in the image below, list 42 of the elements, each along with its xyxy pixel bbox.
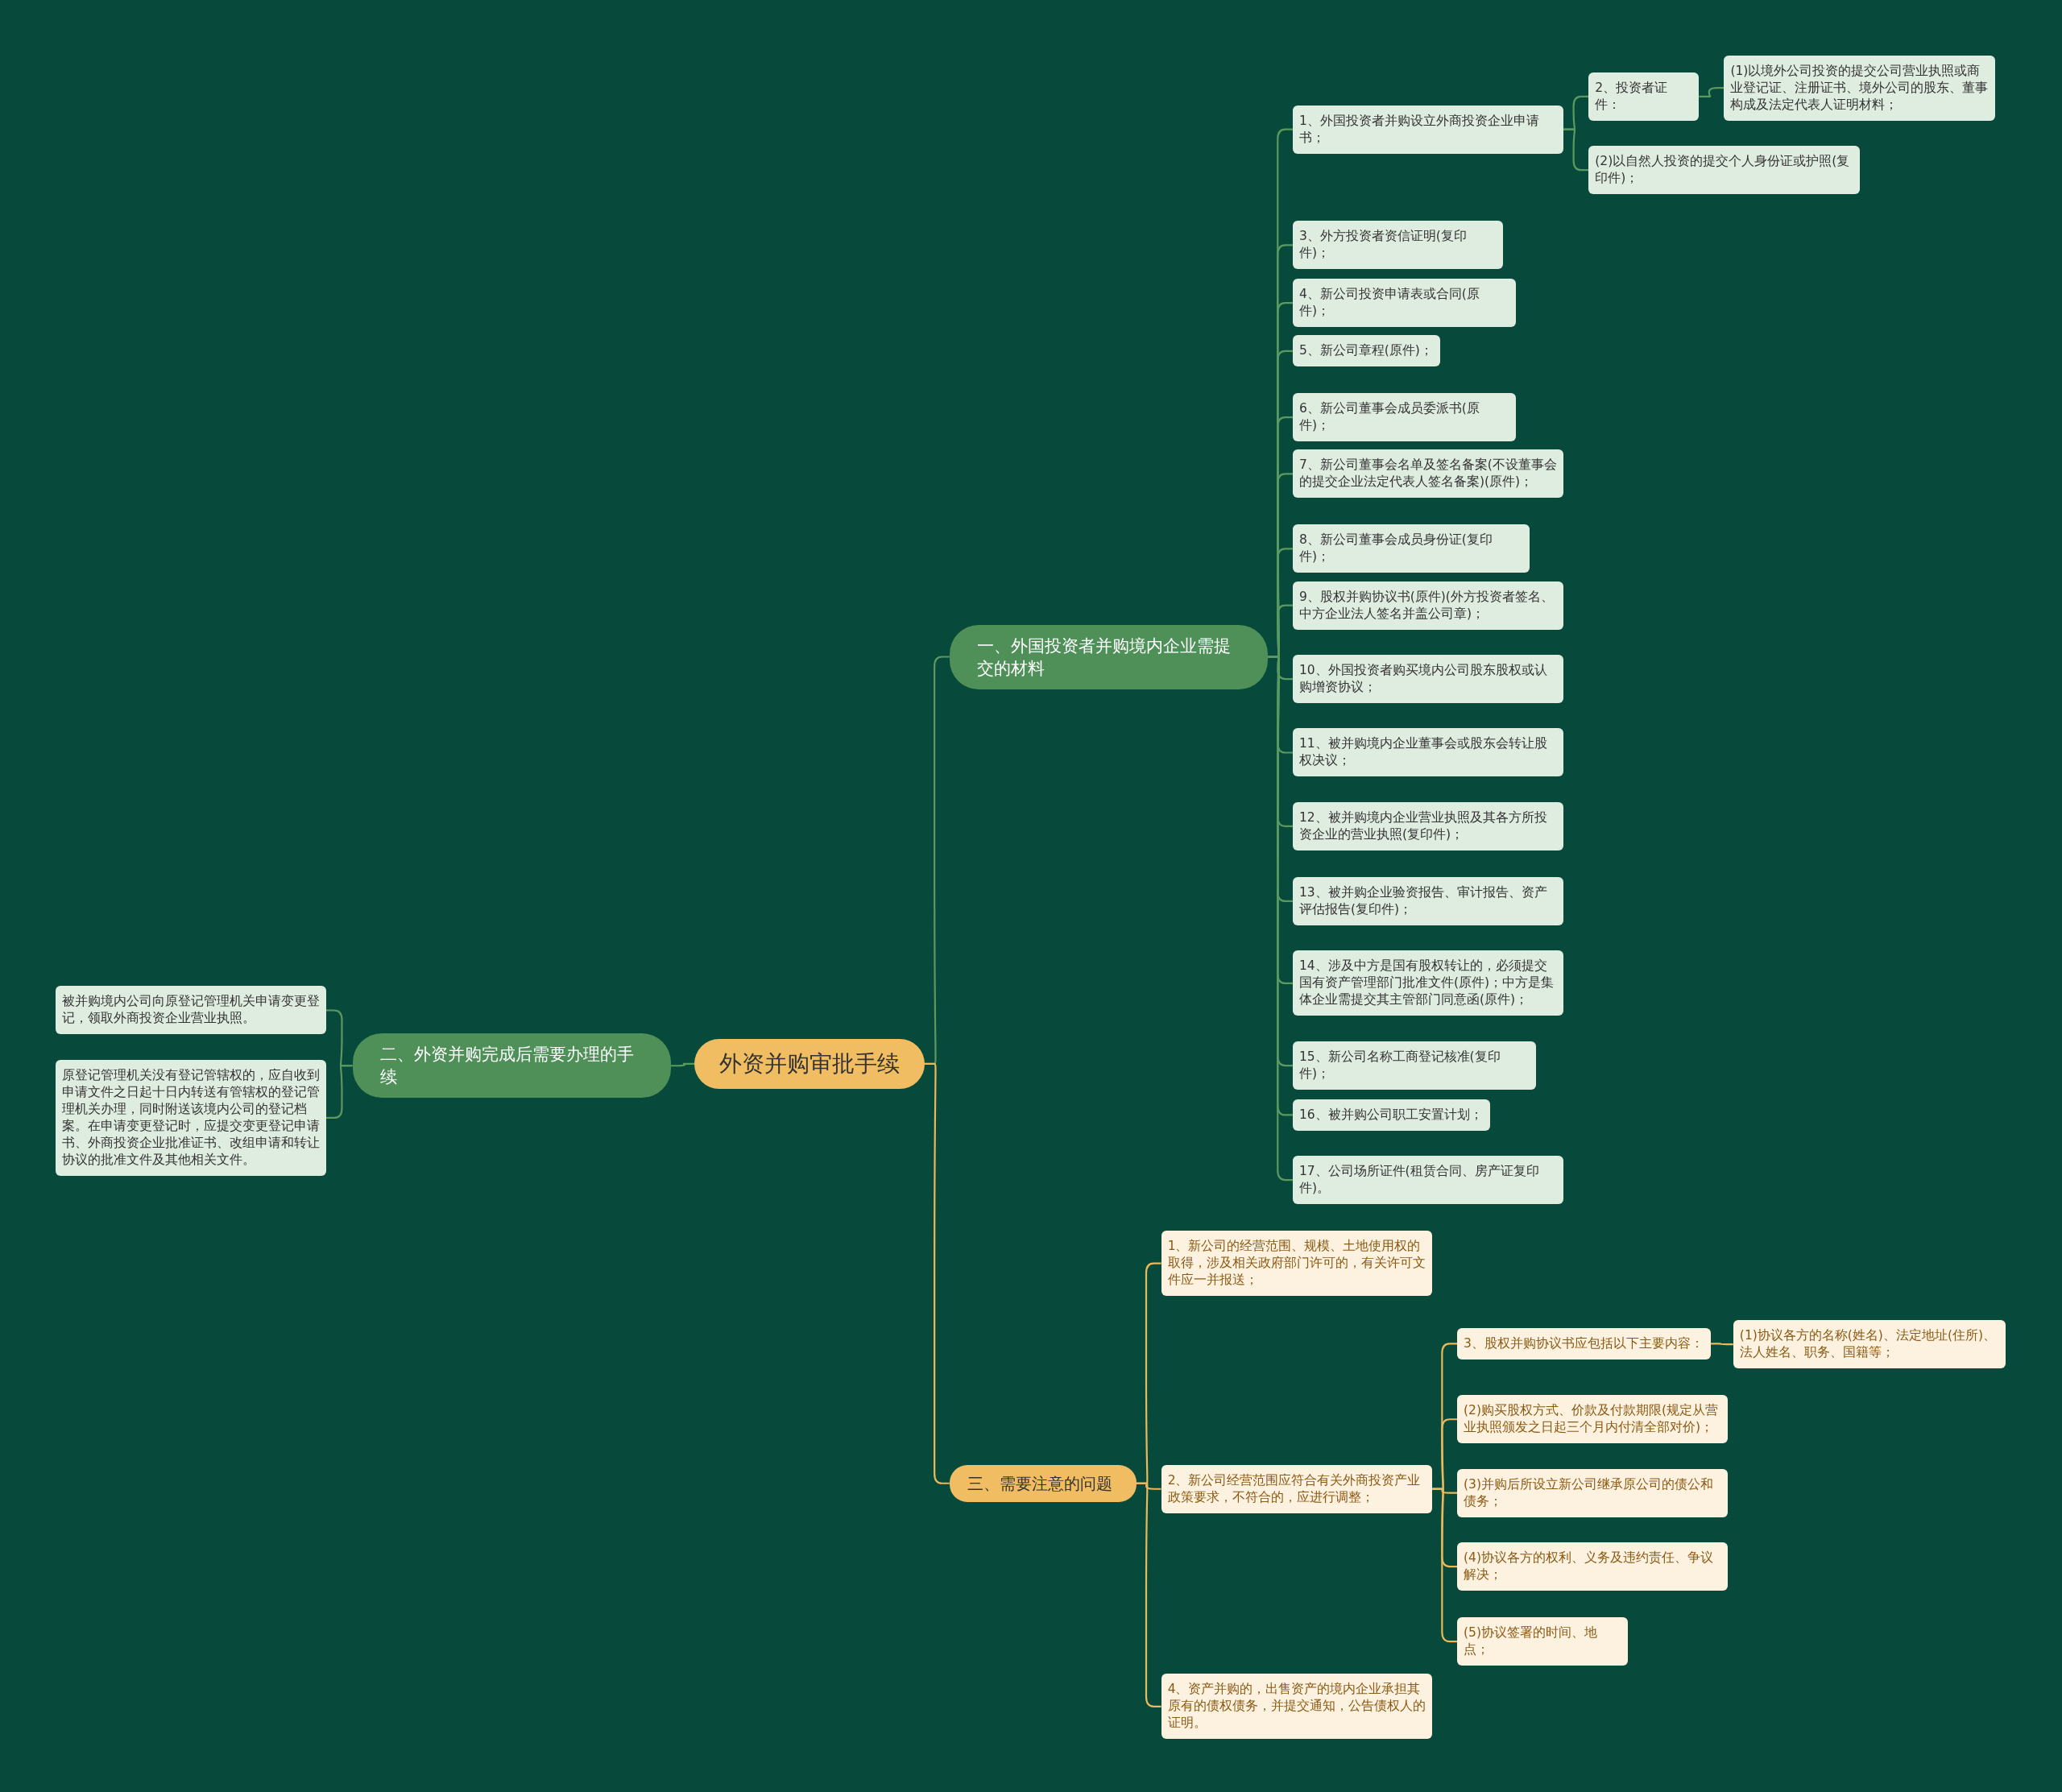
subtopic-box: 9、股权并购协议书(原件)(外方投资者签名、中方企业法人签名并盖公司章)； [1292, 581, 1564, 630]
subtopic-box: 13、被并购企业验资报告、审计报告、资产评估报告(复印件)； [1292, 876, 1564, 925]
subtopic-box: 10、外国投资者购买境内公司股东股权或认购增资协议； [1292, 655, 1564, 704]
subtopic-box: 3、股权并购协议书应包括以下主要内容： [1456, 1327, 1712, 1360]
subtopic-box: 4、资产并购的，出售资产的境内企业承担其原有的债权债务，并提交通知，公告债权人的证明。 [1161, 1674, 1432, 1740]
connector-line [1563, 128, 1589, 172]
subtopic-box: (3)并购后所设立新公司继承原公司的债公和债务； [1456, 1468, 1729, 1517]
connector-line [924, 1062, 950, 1484]
subtopic-box: 8、新公司董事会成员身份证(复印件)； [1292, 524, 1530, 573]
subtopic-box: (2)以自然人投资的提交个人身份证或护照(复印件)； [1588, 146, 1860, 195]
subtopic-box: 6、新公司董事会成员委派书(原件)； [1292, 393, 1517, 442]
subtopic-box: 2、新公司经营范围应符合有关外商投资产业政策要求，不符合的，应进行调整； [1161, 1464, 1432, 1513]
subtopic-box: 1、新公司的经营范围、规模、土地使用权的取得，涉及相关政府部门许可的，有关许可文件应一并报送； [1161, 1231, 1432, 1297]
subtopic-box: (5)协议签署的时间、地点； [1456, 1617, 1629, 1666]
subtopic-box: 12、被并购境内企业营业执照及其各方所投资企业的营业执照(复印件)； [1292, 801, 1564, 850]
connector-line [1431, 1488, 1457, 1643]
subtopic-box: (1)以境外公司投资的提交公司营业执照或商业登记证、注册证书、境外公司的股东、董事构成及法定代表人证明材料； [1724, 55, 1995, 121]
branch-topic: 三、需要注意的问题 [949, 1464, 1137, 1502]
connector-line [1711, 1343, 1733, 1346]
subtopic-box: 3、外方投资者资信证明(复印件)； [1292, 221, 1504, 270]
subtopic-box: 14、涉及中方是国有股权转让的，必须提交国有资产管理部门批准文件(原件)；中方是集体企业需提交其主管部门同意函(原件)； [1292, 950, 1564, 1016]
connector-line [1699, 86, 1725, 97]
central-topic: 外资并购审批手续 [694, 1038, 925, 1089]
subtopic-box: 7、新公司董事会名单及签名备案(不设董事会的提交企业法定代表人签名备案)(原件)； [1292, 449, 1564, 499]
subtopic-box: 被并购境内公司向原登记管理机关申请变更登记，领取外商投资企业营业执照。 [55, 986, 326, 1035]
subtopic-box: (2)购买股权方式、价款及付款期限(规定从营业执照颁发之日起三个月内付清全部对价)； [1456, 1395, 1729, 1444]
subtopic-box: 原登记管理机关没有登记管辖权的，应自收到申请文件之日起十日内转送有管辖权的登记管理机关办理，同时附送该境内公司的登记档案。在申请变更登记时，应提交变更登记申请书、外商投资企业批准证书、改组申请和转让协议的批准文件及其他相关文件。 [55, 1059, 326, 1176]
connector-line [670, 1062, 695, 1067]
subtopic-box: 5、新公司章程(原件)； [1292, 335, 1440, 367]
subtopic-box: 17、公司场所证件(租赁合同、房产证复印件)。 [1292, 1156, 1564, 1205]
subtopic-box: (4)协议各方的权利、义务及违约责任、争议解决； [1456, 1542, 1729, 1591]
subtopic-box: 1、外国投资者并购设立外商投资企业申请书； [1292, 105, 1564, 154]
branch-topic: 二、外资并购完成后需要办理的手续 [352, 1033, 671, 1099]
subtopic-box: (1)协议各方的名称(姓名)、法定地址(住所)、法人姓名、职务、国籍等； [1733, 1320, 2006, 1369]
connector-line [1136, 1482, 1161, 1707]
branch-topic: 一、外国投资者并购境内企业需提交的材料 [949, 624, 1268, 689]
subtopic-box: 2、投资者证件： [1588, 72, 1700, 121]
subtopic-box: 11、被并购境内企业董事会或股东会转让股权决议； [1292, 728, 1564, 777]
subtopic-box: 4、新公司投资申请表或合同(原件)； [1292, 279, 1517, 328]
subtopic-box: 16、被并购公司职工安置计划； [1292, 1099, 1490, 1131]
subtopic-box: 15、新公司名称工商登记核准(复印件)； [1292, 1041, 1536, 1091]
connector-line [325, 1065, 353, 1119]
